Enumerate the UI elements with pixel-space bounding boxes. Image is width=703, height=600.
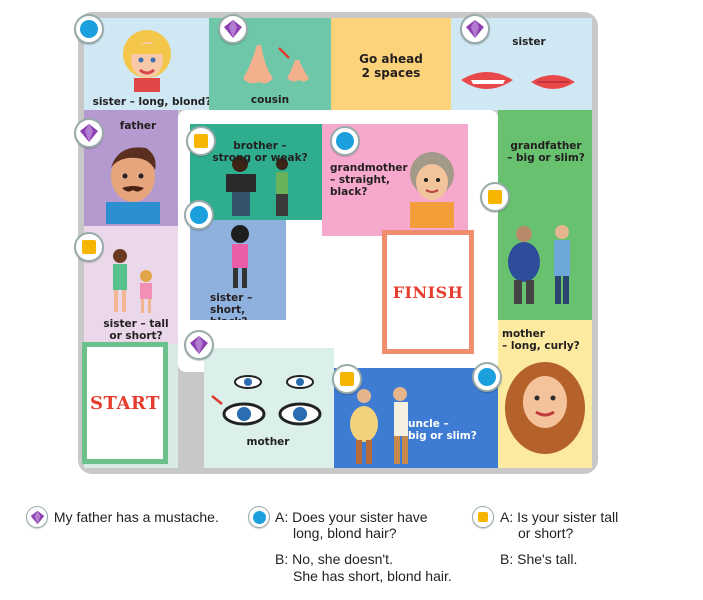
- grandfathers-icon: [508, 225, 570, 304]
- tile-label: Go ahead 2 spaces: [359, 52, 423, 80]
- legend-square-question-2: or short?: [518, 525, 574, 541]
- tile-sister-short-black: sister – short, black?: [190, 220, 286, 320]
- legend-circle: A: Does your sister have long, blond hai…: [248, 506, 488, 596]
- tile-mother-eyes: mother: [204, 348, 334, 468]
- girl-face-icon: [123, 30, 171, 92]
- two-girls-icon: [113, 249, 152, 313]
- start-card: START: [82, 342, 168, 464]
- tile-label: sister – tall or short?: [103, 318, 169, 342]
- square-marker-icon: [74, 232, 104, 262]
- legend-square-answer: B: She's tall.: [500, 551, 578, 567]
- tile-label: cousin: [250, 94, 290, 106]
- uncles-icon: [350, 387, 408, 464]
- square-marker-icon: [186, 126, 216, 156]
- tile-sister-blond: sister – long, blond?: [84, 18, 209, 110]
- square-marker-icon: [480, 182, 510, 212]
- nose-icon: [243, 45, 309, 84]
- tile-label: brother – strong or weak?: [212, 140, 308, 164]
- circle-marker-icon: [472, 362, 502, 392]
- finish-label: FINISH: [392, 282, 464, 302]
- diamond-marker-icon: [218, 14, 248, 44]
- diamond-marker-icon: [74, 118, 104, 148]
- grandmother-face-icon: [410, 152, 454, 228]
- legend-diamond-text: My father has a mustache.: [53, 509, 219, 525]
- square-marker-icon: [472, 506, 494, 528]
- game-board: sister – long, blond? cousin Go ahead 2 …: [74, 12, 598, 474]
- tile-grandmother: grandmother – straight, black?: [322, 124, 468, 236]
- circle-marker-icon: [184, 200, 214, 230]
- tile-label: grandmother – straight, black?: [330, 162, 408, 198]
- tile-label: mother – long, curly?: [502, 328, 580, 352]
- lips-icon: [461, 72, 575, 89]
- circle-marker-icon: [248, 506, 270, 528]
- legend-diamond: My father has a mustache.: [26, 506, 219, 528]
- father-face-icon: [106, 147, 160, 224]
- finish-card: FINISH: [382, 230, 474, 354]
- tile-sister-lips: sister: [451, 18, 592, 110]
- tile-mother-curly: mother – long, curly?: [498, 320, 592, 468]
- start-label: START: [90, 392, 160, 414]
- legend-circle-question: A: Does your sister have: [275, 509, 428, 525]
- tile-label: mother: [246, 436, 290, 448]
- mother-face-icon: [505, 362, 585, 454]
- diamond-marker-icon: [460, 14, 490, 44]
- tile-label: sister – long, blond?: [92, 96, 209, 108]
- tile-label: grandfather – big or slim?: [507, 140, 585, 164]
- brothers-icon: [226, 156, 288, 216]
- circle-marker-icon: [74, 14, 104, 44]
- tile-label: sister: [512, 36, 546, 48]
- circle-marker-icon: [330, 126, 360, 156]
- tile-uncle: uncle – big or slim?: [334, 368, 498, 468]
- legend-circle-answer-2: She has short, blond hair.: [293, 568, 452, 584]
- tile-grandfather: grandfather – big or slim?: [498, 110, 592, 320]
- legend-square: A: Is your sister tall or short? B: She'…: [472, 506, 672, 576]
- legend-square-question: A: Is your sister tall: [500, 509, 619, 525]
- diamond-marker-icon: [26, 506, 48, 528]
- tile-label: father: [119, 120, 157, 132]
- tile-father: father: [84, 110, 178, 226]
- legend-circle-question-2: long, blond hair?: [293, 525, 397, 541]
- girl-icon: [231, 225, 249, 288]
- tile-label: uncle – big or slim?: [408, 418, 477, 442]
- square-marker-icon: [332, 364, 362, 394]
- eyes-icon: [211, 375, 322, 426]
- legend-circle-answer: B: No, she doesn't.: [275, 551, 393, 567]
- tile-go-ahead: Go ahead 2 spaces: [331, 18, 451, 110]
- diamond-marker-icon: [184, 330, 214, 360]
- tile-label: sister – short, black?: [210, 292, 253, 320]
